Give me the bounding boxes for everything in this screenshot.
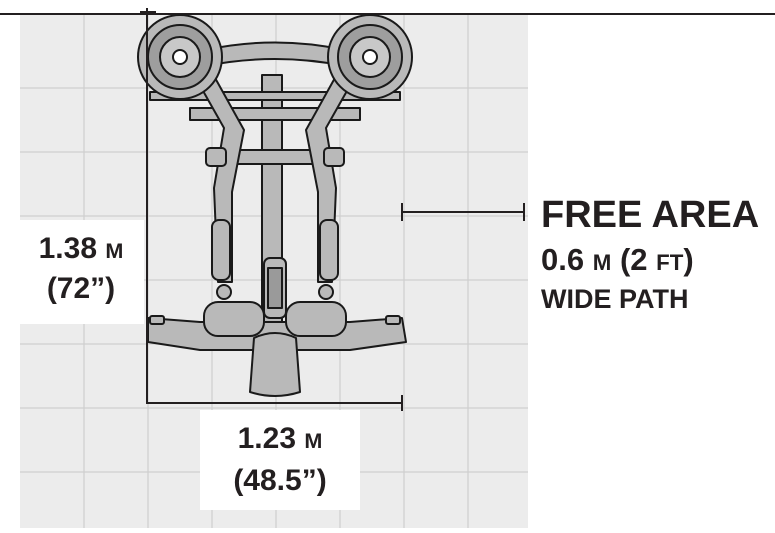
left-leg-pad [203, 301, 265, 337]
width-unit: M [304, 428, 323, 453]
width-value: 1.23 [237, 422, 297, 455]
width-dimension-label: 1.23 M (48.5”) [190, 424, 370, 496]
width-imperial: (48.5”) [233, 464, 327, 497]
free-area-imperial-open: (2 [619, 242, 648, 277]
free-area-unit: M [592, 250, 612, 275]
free-area-path-label: WIDE PATH [541, 284, 689, 314]
height-dimension-label: 1.38 M (72”) [18, 234, 144, 304]
height-imperial: (72”) [46, 272, 116, 305]
free-area-imperial-close: ) [683, 242, 694, 277]
free-area-label: FREE AREA 0.6 M (2 FT) WIDE PATH [541, 196, 759, 313]
free-area-title: FREE AREA [541, 194, 760, 236]
right-leg-pad [285, 301, 347, 337]
width-label-background [200, 410, 360, 510]
height-value: 1.38 [38, 232, 98, 265]
dimension-lines [140, 8, 525, 411]
free-area-imperial-unit: FT [656, 250, 684, 275]
height-label-background [20, 220, 144, 324]
height-unit: M [105, 238, 124, 263]
weight-machine-top-view [137, 14, 413, 397]
right-weight-plates [327, 14, 413, 100]
free-area-value: 0.6 [541, 242, 585, 277]
seat [249, 332, 301, 397]
left-weight-plates [137, 14, 223, 100]
